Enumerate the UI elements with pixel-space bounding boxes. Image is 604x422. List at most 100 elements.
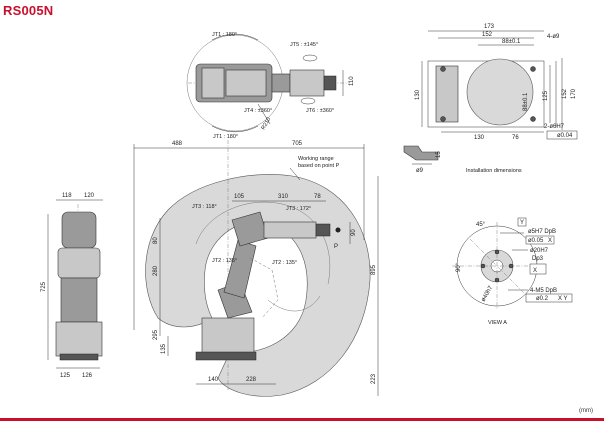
installation-detail: 15 ø9 Installation dimensions — [403, 145, 522, 174]
dim-295: 295 — [153, 329, 159, 340]
top-base-block — [201, 67, 225, 99]
r210-label: R210 — [261, 117, 273, 131]
ref-y: Y — [520, 220, 524, 226]
working-range-leader — [289, 167, 301, 181]
installation-bracket — [403, 145, 439, 161]
dim-152: 152 — [482, 32, 493, 38]
jt3-left-label: JT3 : 118° — [192, 204, 217, 210]
side-dim-126: 126 — [82, 373, 93, 379]
jt6-label: JT6 : ±360° — [306, 108, 334, 114]
tol1-label: ø0.05 — [528, 238, 544, 244]
view-a: 45° 90° Y ø5H7 DpB ø0.05 X ø20H7 Dp3 X ø… — [452, 217, 573, 326]
dim-130-left: 130 — [415, 89, 421, 100]
dp3-label: Dp3 — [532, 256, 544, 262]
side-dim-125: 125 — [60, 373, 71, 379]
install-9: ø9 — [416, 168, 424, 174]
dim-80: 80 — [153, 237, 159, 244]
dim-78: 78 — [314, 194, 321, 200]
main-base-plate — [195, 351, 257, 361]
jt1-bottom-label: JT1 : 180° — [213, 134, 238, 140]
jt2-left-label: JT2 : 135° — [212, 258, 237, 264]
dim-90: 90 — [351, 229, 357, 236]
side-dim-120: 120 — [84, 193, 95, 199]
mount-hole-2 — [440, 116, 446, 122]
view-a-caption: VIEW A — [488, 320, 507, 326]
dim-310: 310 — [278, 194, 289, 200]
pin-tolerance: ø0.04 — [557, 133, 573, 139]
r210-leader — [257, 103, 271, 125]
ref-x-frame — [529, 263, 547, 275]
main-view: 488 705 Working range based on point P 1… — [133, 140, 379, 397]
top-view: JT1 : 180° JT1 : 180° JT4 : ±360° JT5 : … — [186, 32, 355, 140]
jt2-right-label: JT2 : 135° — [272, 260, 297, 266]
dim-152v: 152 — [562, 88, 568, 99]
mount-hole-1 — [440, 66, 446, 72]
side-base-plate — [59, 353, 99, 361]
side-upper-arm — [61, 211, 97, 249]
ref-y-frame — [517, 217, 527, 227]
main-base — [201, 317, 255, 359]
point-p-label: P — [334, 244, 338, 250]
pin-tolerance-frame — [546, 130, 578, 140]
side-view: 118 120 725 125 126 — [41, 193, 103, 379]
tol1-frame — [525, 235, 555, 245]
dim-705: 705 — [292, 141, 303, 147]
top-forearm — [289, 69, 325, 97]
holes-label: 4-ø9 — [547, 34, 560, 40]
side-dim-725: 725 — [41, 281, 47, 292]
side-mid-link — [57, 247, 101, 279]
main-lower-arm — [223, 239, 257, 299]
dim-110: 110 — [349, 76, 355, 86]
dim-173: 173 — [484, 24, 495, 30]
ref2-label: X Y — [558, 296, 568, 302]
top-flange — [323, 75, 337, 91]
jt6-rotation-marker — [300, 97, 316, 105]
point-p-marker — [335, 227, 341, 233]
install-15: 15 — [436, 151, 442, 158]
based-on-label: based on point P — [298, 163, 340, 169]
dim-280: 280 — [153, 265, 159, 276]
dim-228: 228 — [246, 377, 257, 383]
dim-105: 105 — [234, 194, 245, 200]
dim-140: 140 — [208, 377, 219, 383]
dim-135: 135 — [161, 343, 167, 354]
dim-76: 76 — [512, 135, 519, 141]
ref1-label: X — [548, 238, 552, 244]
angle-90: 90° — [456, 262, 462, 272]
side-dim-118: 118 — [62, 193, 72, 199]
dim-170: 170 — [571, 88, 577, 99]
jt4-label: JT4 : ±360° — [244, 108, 272, 114]
base-view: 173 152 88±0.1 4-ø9 130 125 152 170 88±0… — [415, 24, 578, 141]
unit-label: (mm) — [579, 408, 593, 414]
pin-fit-label: ø5H7 DpB — [528, 229, 556, 235]
dim-130-bottom: 130 — [474, 135, 485, 141]
jt5-label: JT5 : ±145° — [290, 42, 318, 48]
main-wrist — [315, 223, 331, 237]
tol2-label: ø0.2 — [536, 296, 549, 302]
mount-hole-4 — [530, 116, 536, 122]
tol2-frame — [525, 293, 573, 303]
dim-895: 895 — [371, 264, 377, 275]
dim-488: 488 — [172, 141, 183, 147]
mount-hole-3 — [530, 66, 536, 72]
jt3-right-label: JT3 : 172° — [286, 206, 311, 212]
dim-88v: 88±0.1 — [523, 92, 529, 111]
side-lower-link — [60, 277, 98, 323]
jt5-rotation-marker — [302, 54, 318, 62]
dim-88: 88±0.1 — [502, 39, 521, 45]
base-circle — [466, 58, 534, 126]
base-side-block — [435, 65, 459, 123]
alternate-pose — [249, 257, 279, 319]
view-a-diag-centerline — [469, 238, 525, 294]
dim-223: 223 — [371, 373, 377, 384]
side-base — [55, 321, 103, 357]
model-title: RS005N — [3, 3, 54, 18]
angle-45: 45° — [476, 222, 486, 228]
screws-label: 4-M5 DpB — [530, 288, 557, 294]
bottom-rule — [0, 418, 604, 421]
d20-label: ø20H7 — [530, 248, 549, 254]
jt1-top-label: JT1 : 180° — [212, 32, 237, 38]
top-wrist-joint — [271, 73, 291, 93]
